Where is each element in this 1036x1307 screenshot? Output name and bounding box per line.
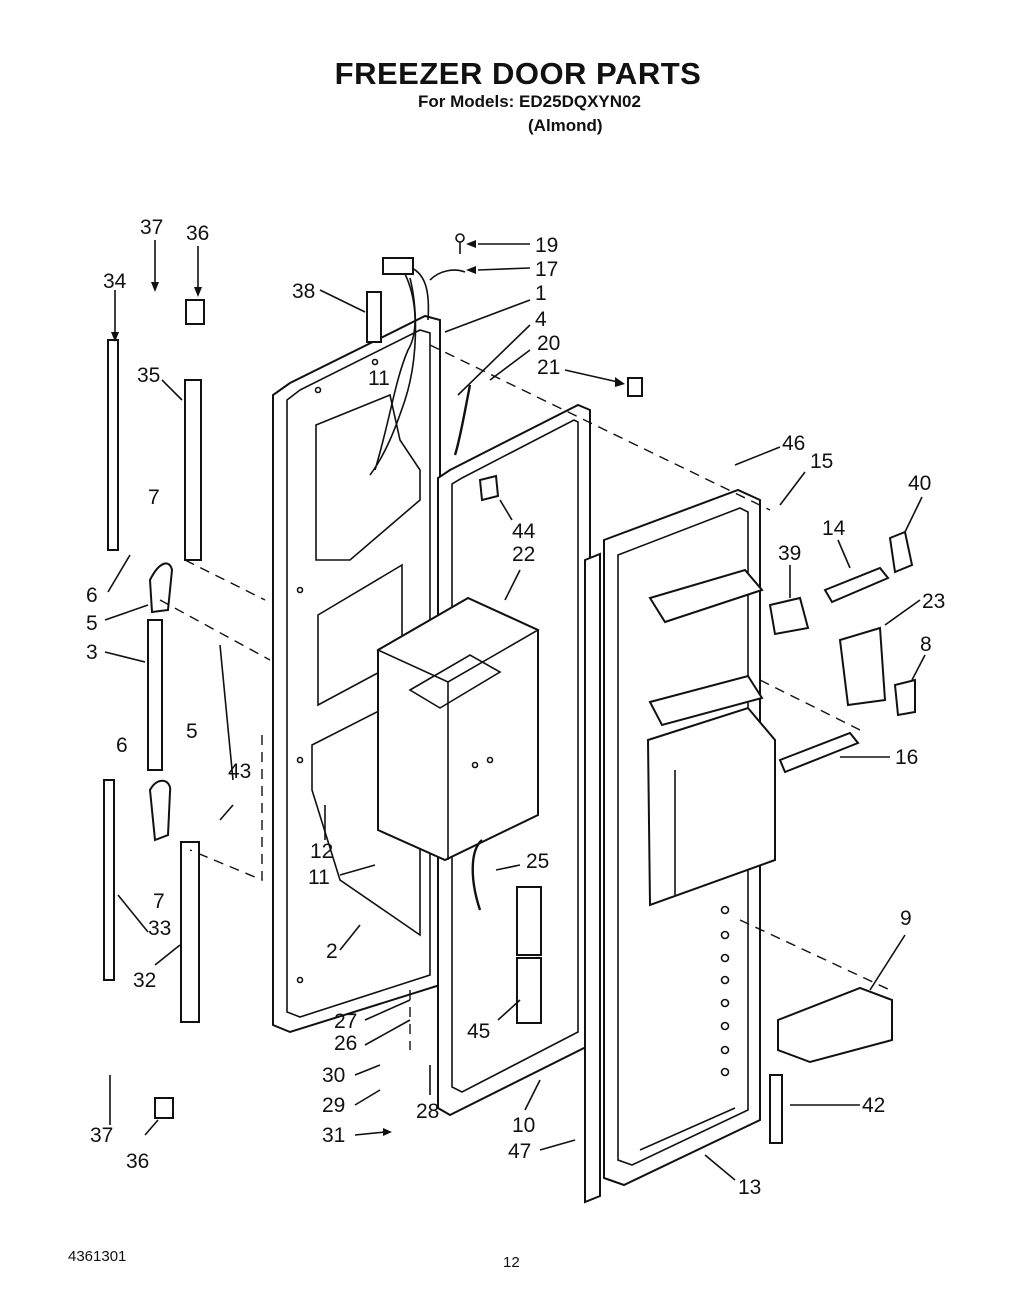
callout-16: 16 [895,746,918,769]
callout-15: 15 [810,450,833,473]
callout-42: 42 [862,1094,885,1117]
callout-36-bottom: 36 [126,1150,149,1173]
callout-10: 10 [512,1114,535,1137]
callout-40: 40 [908,472,931,495]
callout-26: 26 [334,1032,357,1055]
callout-38: 38 [292,280,315,303]
callout-29: 29 [322,1094,345,1117]
callout-44: 44 [512,520,536,543]
color-line: (Almond) [528,116,603,135]
callout-11-top: 11 [368,367,390,390]
callout-43: 43 [228,760,251,783]
wiring-harness [369,233,466,476]
inner-door-panel [272,291,441,1034]
callout-45: 45 [467,1020,490,1043]
callout-9: 9 [900,907,912,930]
callout-labels: 37 36 34 35 7 6 5 3 6 5 43 7 33 32 37 36… [86,216,945,1199]
callout-19: 19 [535,234,558,257]
leader-lines [104,240,926,1181]
page-title: FREEZER DOOR PARTS [334,56,702,91]
callout-14: 14 [822,517,846,540]
page-number: 12 [503,1254,520,1271]
callout-39: 39 [778,542,801,565]
callout-1: 1 [535,282,547,305]
callout-47: 47 [508,1140,531,1163]
callout-3: 3 [86,641,98,664]
callout-30: 30 [322,1064,345,1087]
callout-5-top: 5 [86,612,98,635]
document-number: 4361301 [68,1248,127,1265]
callout-46: 46 [782,432,805,455]
callout-35: 35 [137,364,160,387]
small-parts [453,377,916,1144]
callout-7-mid: 7 [153,890,165,913]
door-handle-parts [103,299,205,1119]
models-line: For Models: ED25DQXYN02 [418,92,641,111]
callout-36-top: 36 [186,222,209,245]
ice-chute-housing [376,596,540,862]
callout-12: 12 [310,840,333,863]
callout-4: 4 [535,308,547,331]
callout-20: 20 [537,332,560,355]
callout-37-bottom: 37 [90,1124,113,1147]
outer-door-frame [603,488,776,1187]
callout-27: 27 [334,1010,357,1033]
callout-6-mid: 6 [116,734,128,757]
callout-17: 17 [535,258,558,281]
callout-23: 23 [922,590,945,613]
callout-34: 34 [103,270,127,293]
callout-13: 13 [738,1176,761,1199]
callout-2: 2 [326,940,338,963]
callout-28: 28 [416,1100,439,1123]
callout-32: 32 [133,969,156,992]
callout-11-bottom: 11 [308,866,330,889]
callout-6-top: 6 [86,584,98,607]
callout-31: 31 [322,1124,345,1147]
callout-21: 21 [537,356,560,379]
callout-37-top: 37 [140,216,163,239]
callout-5-mid: 5 [186,720,198,743]
callout-33: 33 [148,917,171,940]
callout-25: 25 [526,850,549,873]
gasket-strip [584,552,601,1204]
callout-8: 8 [920,633,932,656]
callout-7-top: 7 [148,486,160,509]
callout-22: 22 [512,543,535,566]
